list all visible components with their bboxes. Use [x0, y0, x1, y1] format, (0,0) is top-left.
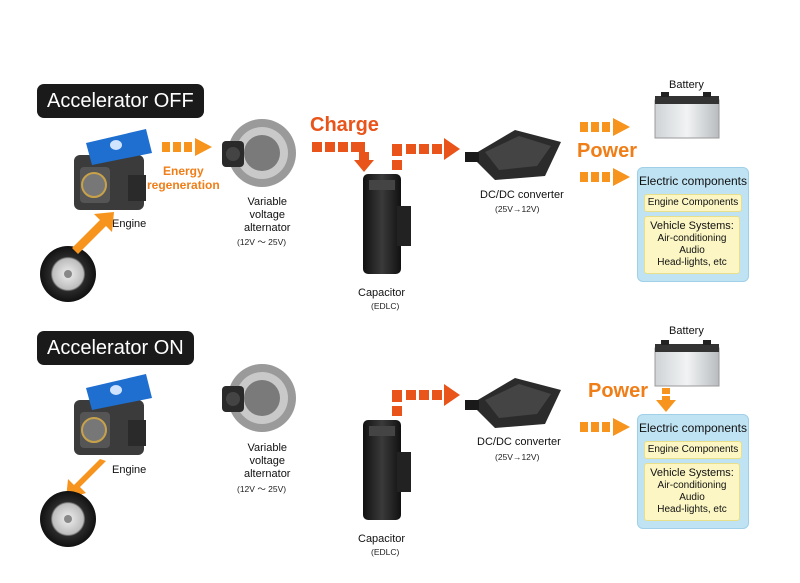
- panel-title: Electric components: [638, 174, 748, 188]
- engine-label: Engine: [112, 218, 147, 230]
- vehicle-systems-box: Vehicle Systems: Air-conditioning Audio …: [644, 463, 740, 521]
- power-label-top: Power: [577, 140, 638, 162]
- converter-label: DC/DC converter: [477, 436, 561, 448]
- engine-icon: [74, 374, 152, 455]
- capacitor-sub: (EDLC): [371, 301, 400, 311]
- electric-components-panel: Electric components Engine Components Ve…: [637, 167, 749, 282]
- battery-label: Battery: [669, 325, 704, 337]
- power-to-components-arrow: [580, 168, 630, 186]
- battery-icon: [654, 340, 720, 387]
- converter-range: (25V→12V): [495, 204, 540, 214]
- electric-components-panel: Electric components Engine Components Ve…: [637, 414, 749, 529]
- battery-icon: [654, 92, 720, 139]
- alternator-label: Variable voltage alternator: [244, 442, 291, 480]
- dcdc-converter-icon: [465, 130, 561, 180]
- tire-icon: [40, 246, 96, 302]
- capacitor-to-converter-arrow: [392, 384, 460, 416]
- tire-to-engine-arrow: [72, 212, 114, 254]
- power-to-components-arrow: [580, 418, 630, 436]
- power-to-battery-arrow: [580, 118, 630, 136]
- converter-label: DC/DC converter: [480, 189, 564, 201]
- engine-label: Engine: [112, 464, 147, 476]
- tire-icon: [40, 491, 96, 547]
- capacitor-label: Capacitor: [358, 287, 406, 299]
- dcdc-converter-icon: [465, 378, 561, 428]
- alternator-range: (12V 〜 25V): [237, 237, 287, 247]
- alternator-range: (12V 〜 25V): [237, 484, 287, 494]
- accelerator-on-badge: Accelerator ON: [37, 331, 194, 365]
- panel-title: Electric components: [638, 421, 748, 435]
- converter-range: (25V→12V): [495, 452, 540, 462]
- engine-icon: [74, 129, 152, 210]
- alternator-label: Variable voltage alternator: [244, 196, 291, 234]
- battery-to-components-arrow: [656, 388, 676, 412]
- power-label-bottom: Power: [588, 380, 649, 402]
- engine-to-tire-arrow: [66, 459, 106, 499]
- capacitor-to-converter-arrow: [392, 138, 460, 170]
- capacitor-icon: [363, 420, 411, 520]
- engine-components-box: Engine Components: [644, 441, 742, 459]
- vehicle-systems-box: Vehicle Systems: Air-conditioning Audio …: [644, 216, 740, 274]
- energy-regeneration-label: Energy regeneration: [147, 164, 220, 192]
- capacitor-label: Capacitor: [358, 533, 406, 545]
- battery-label: Battery: [669, 79, 704, 91]
- engine-to-alternator-arrow: [162, 138, 212, 156]
- capacitor-sub: (EDLC): [371, 547, 400, 557]
- alternator-icon: [222, 119, 296, 187]
- capacitor-icon: [363, 174, 411, 274]
- alternator-icon: [222, 364, 296, 432]
- charge-label: Charge: [310, 114, 379, 136]
- engine-components-box: Engine Components: [644, 194, 742, 212]
- accelerator-off-badge: Accelerator OFF: [37, 84, 204, 118]
- alternator-to-capacitor-arrow: [312, 142, 374, 172]
